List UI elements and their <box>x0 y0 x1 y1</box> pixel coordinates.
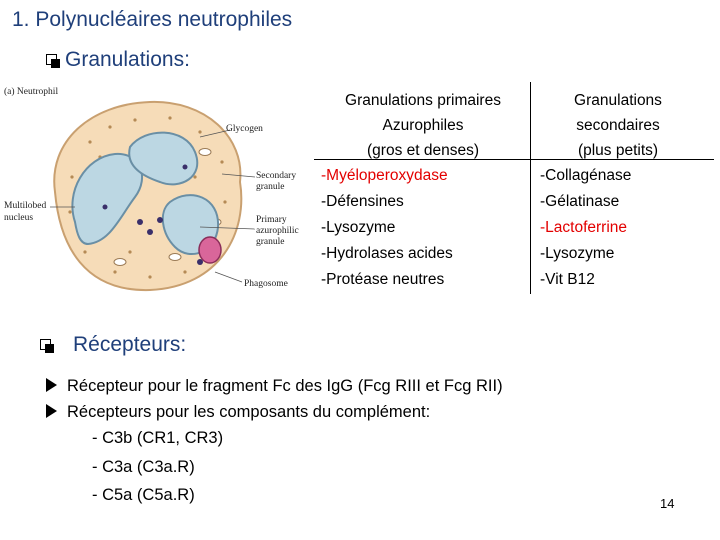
page-number: 14 <box>660 496 675 511</box>
primary-header-line2: Azurophiles <box>382 117 464 134</box>
arrow-bullet-icon <box>46 404 57 418</box>
square-bullet-icon <box>40 339 54 353</box>
label-secondary-1: Secondary <box>256 171 296 181</box>
recepteurs-heading-text: Récepteurs: <box>73 333 187 356</box>
granulations-heading-text: Granulations: <box>65 48 190 71</box>
primary-azurophilic-granules <box>102 164 203 265</box>
label-multilobed-2: nucleus <box>4 213 33 223</box>
list-item: -Lactoferrine <box>540 219 628 236</box>
recepteur-fc-line: Récepteur pour le fragment Fc des IgG (F… <box>46 377 503 396</box>
phagosome <box>198 236 222 264</box>
table-divider-horizontal <box>314 159 714 160</box>
recepteur-fc-text: Récepteur pour le fragment Fc des IgG (F… <box>67 377 503 395</box>
secondary-header-line1: Granulations <box>574 92 662 109</box>
neutrophil-illustration: (a) Neutrophil Glycogen Secondary granul… <box>4 86 299 292</box>
illustration-caption: (a) Neutrophil <box>4 86 58 97</box>
list-item: -Protéase neutres <box>321 271 445 288</box>
table-divider-vertical <box>530 82 531 294</box>
granulations-heading: Granulations: <box>46 48 190 72</box>
label-pointers <box>50 129 256 283</box>
complement-c5a: - C5a (C5a.R) <box>92 486 195 504</box>
page-title: 1. Polynucléaires neutrophiles <box>12 8 293 31</box>
list-item: -Lysozyme <box>540 245 615 262</box>
complement-c3b: - C3b (CR1, CR3) <box>92 429 224 447</box>
arrow-bullet-icon <box>46 378 57 392</box>
label-primary-1: Primary <box>256 215 287 225</box>
primary-header-line1: Granulations primaires <box>345 92 501 109</box>
list-item: -Lysozyme <box>321 219 396 236</box>
list-item: -Myéloperoxydase <box>321 167 448 184</box>
label-multilobed-1: Multilobed <box>4 201 46 211</box>
list-item: -Collagénase <box>540 167 632 184</box>
primary-header-line3: (gros et denses) <box>367 142 479 159</box>
list-item: -Défensines <box>321 193 404 210</box>
secondary-header-line3: (plus petits) <box>577 142 659 159</box>
list-item: -Vit B12 <box>540 271 595 288</box>
recepteur-complement-text: Récepteurs pour les composants du complé… <box>67 403 431 421</box>
secondary-granules-list: -Collagénase -Gélatinase -Lactoferrine -… <box>540 163 631 293</box>
square-bullet-icon <box>46 54 60 68</box>
primary-granules-header: Granulations primaires Azurophiles (gros… <box>318 88 528 163</box>
list-item: -Hydrolases acides <box>321 245 453 262</box>
label-secondary-2: granule <box>256 182 285 192</box>
primary-granules-list: -Myéloperoxydase -Défensines -Lysozyme -… <box>321 163 453 293</box>
secondary-header-line2: secondaires <box>576 117 660 134</box>
recepteurs-heading: Récepteurs: <box>40 333 186 357</box>
label-phagosome: Phagosome <box>244 279 288 289</box>
label-primary-3: granule <box>256 237 285 247</box>
secondary-granules-header: Granulations secondaires (plus petits) <box>532 88 704 163</box>
label-glycogen: Glycogen <box>226 124 263 134</box>
complement-c3a: - C3a (C3a.R) <box>92 458 195 476</box>
recepteur-complement-line: Récepteurs pour les composants du complé… <box>46 403 430 422</box>
list-item: -Gélatinase <box>540 193 620 210</box>
label-primary-2: azurophilic <box>256 226 299 236</box>
